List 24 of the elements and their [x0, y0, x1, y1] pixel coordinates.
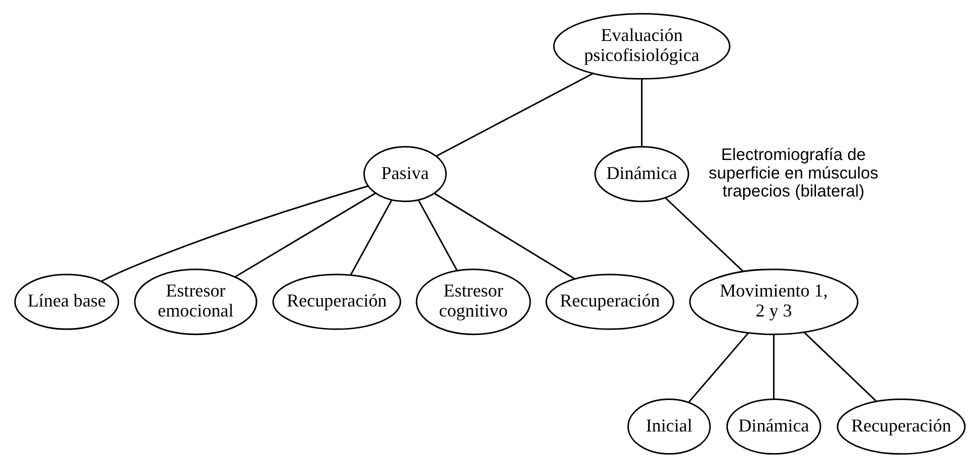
connector	[234, 192, 376, 278]
node-ellipse: Dinámica	[594, 146, 689, 202]
connector	[688, 332, 749, 403]
connector	[435, 72, 594, 157]
node-ellipse: Pasiva	[362, 146, 446, 202]
connector	[100, 185, 368, 282]
node-ellipse: Recuperación	[836, 398, 966, 455]
connector	[350, 200, 392, 276]
node-ellipse: Evaluación psicofisiológica	[552, 13, 730, 80]
node-ellipse: Recuperación	[272, 274, 401, 330]
node-ellipse: Inicial	[626, 398, 710, 455]
connector	[417, 200, 458, 272]
node-ellipse: Estresor cognitivo	[415, 268, 530, 336]
node-ellipse: Recuperación	[545, 274, 674, 330]
node-ellipse: Dinámica	[726, 398, 821, 455]
connector	[772, 334, 774, 399]
connector	[640, 78, 642, 147]
connector	[434, 192, 574, 280]
connector	[664, 197, 744, 272]
node-ellipse: Línea base	[14, 274, 119, 330]
node-ellipse: Movimiento 1, 2 y 3	[688, 268, 858, 336]
node-ellipse: Estresor emocional	[134, 268, 257, 336]
connector	[802, 332, 876, 402]
label: Electromiografía de superficie en músculos trapecios (bilateral)	[708, 145, 878, 201]
